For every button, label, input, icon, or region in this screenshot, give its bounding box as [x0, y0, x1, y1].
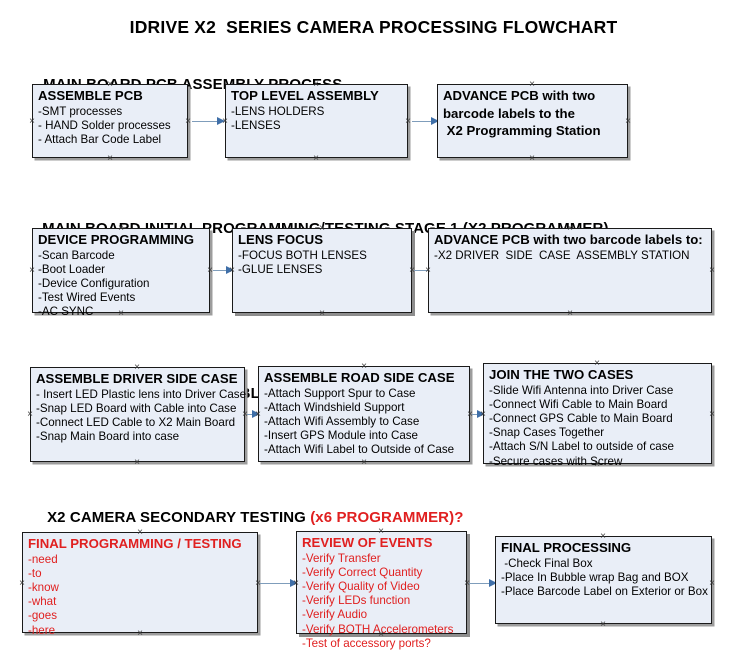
node-line: -Boot Loader [38, 262, 106, 276]
node-title: FINAL PROGRAMMING / TESTING [28, 536, 242, 551]
node-line: -X2 DRIVER SIDE CASE ASSEMBLY STATION [434, 248, 690, 262]
node-line: -Place Barcode Label on Exterior or Box [501, 584, 708, 598]
node-line: -FOCUS BOTH LENSES [238, 248, 367, 262]
connector-line [469, 582, 490, 585]
node-title: JOIN THE TWO CASES [489, 367, 634, 382]
node-line: - Attach Bar Code Label [38, 132, 162, 146]
node-line: -Snap LED Board with Cable into Case [36, 401, 237, 415]
arrow-head-icon [217, 117, 225, 125]
node-lens-focus[interactable]: LENS FOCUS -FOCUS BOTH LENSES -GLUE LENS… [232, 228, 412, 313]
node-title: ADVANCE PCB with two [443, 88, 596, 103]
node-line: -Attach S/N Label to outside of case [489, 440, 674, 454]
node-title: ASSEMBLE ROAD SIDE CASE [264, 370, 455, 385]
node-line: -Verify Correct Quantity [302, 565, 423, 579]
section-heading-text: X2 CAMERA SECONDARY TESTING [47, 509, 311, 526]
node-line: -LENSES [231, 118, 281, 132]
node-title: TOP LEVEL ASSEMBLY [231, 88, 379, 103]
node-line: -Verify BOTH Accelerometers [302, 622, 454, 636]
node-line: -Snap Main Board into case [36, 430, 180, 444]
node-line: -Device Configuration [38, 276, 150, 290]
node-line: -Snap Cases Together [489, 426, 605, 440]
node-line: -need [28, 552, 58, 566]
node-line: -Test Wired Events [38, 291, 136, 305]
node-line: -Slide Wifi Antenna into Driver Case [489, 383, 674, 397]
node-line: -Check Final Box [501, 556, 593, 570]
connector-line [472, 413, 478, 416]
node-line: -Attach Wifi Label to Outside of Case [264, 443, 455, 457]
node-line: -SMT processes [38, 104, 123, 118]
node-final-programming-testing[interactable]: FINAL PROGRAMMING / TESTING -need -to -k… [22, 532, 258, 637]
connector-line [213, 269, 227, 272]
node-title: REVIEW OF EVENTS [302, 535, 433, 550]
node-line: -Scan Barcode [38, 248, 115, 262]
node-review-of-events[interactable]: REVIEW OF EVENTS -Verify Transfer -Verif… [296, 531, 467, 650]
node-line: -Attach Support Spur to Case [264, 386, 416, 400]
connector-top-level-assembly-to-advance-pcb [412, 116, 439, 126]
node-line: X2 Programming Station [443, 123, 601, 138]
page-title: IDRIVE X2 SERIES CAMERA PROCESSING FLOWC… [129, 17, 618, 37]
node-line: barcode labels to the [443, 105, 575, 121]
node-title: DEVICE PROGRAMMING [38, 232, 195, 247]
node-line: -Verify LEDs function [302, 594, 411, 608]
node-title: ADVANCE PCB with two barcode labels to: [434, 232, 703, 247]
node-line: -Attach Wifi Assembly to Case [264, 414, 420, 428]
node-line: -Verify Transfer [302, 551, 381, 565]
node-assemble-driver-side-case[interactable]: ASSEMBLE DRIVER SIDE CASE - Insert LED P… [30, 367, 247, 462]
node-line: -Connect GPS Cable to Main Board [489, 411, 673, 425]
node-join-the-two-cases[interactable]: JOIN THE TWO CASES -Slide Wifi Antenna i… [483, 363, 712, 468]
node-line: -Secure cases with Screw [489, 454, 623, 468]
node-line: -AC SYNC [38, 305, 94, 319]
node-line: -Connect LED Cable to X2 Main Board [36, 415, 236, 429]
node-title: LENS FOCUS [238, 232, 323, 247]
node-line: - Insert LED Plastic lens into Driver Ca… [36, 387, 247, 401]
connector-review-of-events-to-final-processing [469, 578, 497, 588]
node-line: -LENS HOLDERS [231, 104, 325, 118]
section-heading-accent: (x6 PROGRAMMER)? [310, 509, 464, 526]
node-top-level-assembly[interactable]: TOP LEVEL ASSEMBLY -LENS HOLDERS -LENSES [225, 84, 408, 158]
node-line: -Connect Wifi Cable to Main Board [489, 397, 668, 411]
node-title: FINAL PROCESSING [501, 540, 632, 555]
node-title: ASSEMBLE DRIVER SIDE CASE [36, 371, 238, 386]
node-line: -Verify Audio [302, 608, 368, 622]
node-final-processing[interactable]: FINAL PROCESSING -Check Final Box -Place… [495, 536, 712, 624]
node-line: - HAND Solder processes [38, 118, 171, 132]
node-line: -goes [28, 609, 58, 623]
node-title: ASSEMBLE PCB [38, 88, 143, 103]
node-line: -Verify Quality of Video [302, 579, 420, 593]
node-line-overflow: -Test of accessory ports? [302, 636, 431, 650]
node-assemble-pcb[interactable]: ASSEMBLE PCB -SMT processes - HAND Solde… [32, 84, 188, 158]
node-advance-pcb-to-x2-programming-station[interactable]: ADVANCE PCB with two barcode labels to t… [437, 84, 628, 158]
connector-final-programming-to-review-of-events [260, 578, 298, 588]
connector-assemble-pcb-to-top-level-assembly [192, 116, 225, 126]
node-advance-pcb-to-driver-side-case-assembly-station[interactable]: ADVANCE PCB with two barcode labels to: … [428, 228, 712, 313]
connector-line [414, 269, 429, 272]
connector-line [260, 582, 291, 585]
node-line: -to [28, 566, 42, 580]
connector-line [192, 120, 218, 123]
node-line: -GLUE LENSES [238, 262, 323, 276]
node-line: -Attach Windshield Support [264, 400, 405, 414]
node-line: -what [28, 595, 57, 609]
connector-line [412, 120, 432, 123]
node-line: -know [28, 580, 59, 594]
node-line: -Insert GPS Module into Case [264, 429, 419, 443]
node-device-programming[interactable]: DEVICE PROGRAMMING -Scan Barcode -Boot L… [32, 228, 210, 318]
node-line: -here [28, 623, 56, 637]
node-assemble-road-side-case[interactable]: ASSEMBLE ROAD SIDE CASE -Attach Support … [258, 366, 470, 462]
section-heading-x2-camera-secondary-testing: X2 CAMERA SECONDARY TESTING (x6 PROGRAMM… [30, 492, 463, 543]
connector-device-programming-to-lens-focus [213, 265, 234, 275]
node-line: -Place In Bubble wrap Bag and BOX [501, 570, 689, 584]
